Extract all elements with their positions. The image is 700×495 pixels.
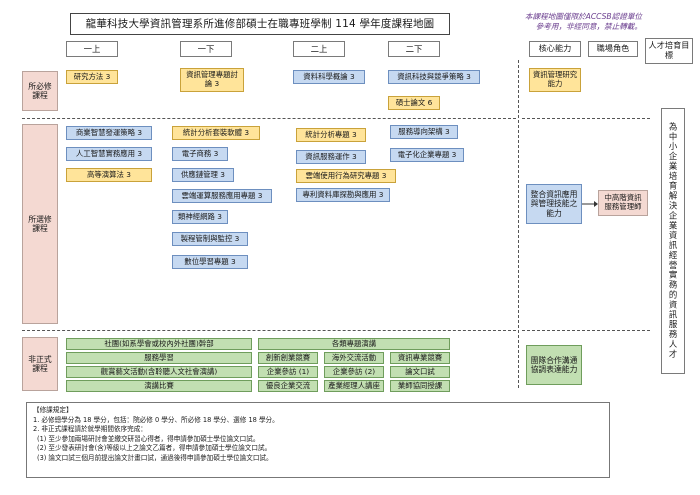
required-course-s4b: 碩士論文 6 bbox=[388, 96, 440, 110]
elective-s1-course-2: 人工智慧實務應用 3 bbox=[66, 147, 152, 161]
elective-s1-course-1: 商業智慧發運策略 3 bbox=[66, 126, 152, 140]
elective-s2-course-5: 類神經網路 3 bbox=[172, 210, 228, 224]
category-required: 所必修課程 bbox=[22, 71, 58, 111]
elective-s4-course-2: 電子化企業專題 3 bbox=[390, 148, 464, 162]
informal-special-lectures: 各類專題演講 bbox=[258, 338, 450, 350]
informal-speech-contest: 演講比賽 bbox=[66, 380, 252, 392]
elective-s2-course-7: 數位學習專題 3 bbox=[172, 255, 248, 269]
informal-industry-teaching: 業師協同授課 bbox=[390, 380, 450, 392]
required-course-s3: 資料科學概論 3 bbox=[293, 70, 365, 84]
semester-header-4: 二下 bbox=[388, 41, 440, 57]
required-course-s4a: 資訊科技與競爭策略 3 bbox=[388, 70, 480, 84]
semester-header-2: 一下 bbox=[180, 41, 232, 57]
informal-company-visit-2: 企業參訪 (2) bbox=[324, 366, 384, 378]
informal-core-ability: 團隊合作溝通協調表達能力 bbox=[526, 345, 582, 385]
divider-elective-informal-right bbox=[522, 330, 650, 331]
talent-goal-text: 為中小企業培育解決企業資訊經營實務的資訊服務人才 bbox=[668, 122, 679, 360]
required-core-ability: 資訊管理研究能力 bbox=[529, 68, 581, 92]
talent-goal-box: 為中小企業培育解決企業資訊經營實務的資訊服務人才 bbox=[661, 108, 685, 374]
informal-thesis-defense: 論文口試 bbox=[390, 366, 450, 378]
course-rules-panel: 【修課規定】 1. 必修總學分為 18 學分，包括：院必修 0 學分、所必修 1… bbox=[26, 402, 610, 478]
informal-overseas-exchange: 海外交流活動 bbox=[324, 352, 384, 364]
category-informal: 非正式課程 bbox=[22, 337, 58, 391]
semester-header-1: 一上 bbox=[66, 41, 118, 57]
divider-required-elective-right bbox=[522, 118, 650, 119]
informal-it-competition: 資訊專業競賽 bbox=[390, 352, 450, 364]
elective-s4-course-1: 服務導向架構 3 bbox=[390, 125, 458, 139]
elective-s2-course-4: 雲端運算服務應用專題 3 bbox=[172, 189, 272, 203]
elective-s3-course-2: 資訊服務運作 3 bbox=[296, 150, 366, 164]
rules-line-2: 2. 非正式課程請於就學期間依序完成： bbox=[33, 425, 147, 434]
divider-required-elective bbox=[22, 118, 516, 119]
rules-line-5: (3) 論文口試三個月前提出論文計畫口試，通過後得申請參加碩士學位論文口試。 bbox=[37, 453, 273, 462]
elective-career-role: 中高階資訊服務管理師 bbox=[598, 190, 648, 216]
column-divider bbox=[518, 60, 519, 388]
elective-s3-course-3: 雲端使用行為研究專題 3 bbox=[296, 169, 396, 183]
rules-heading: 【修課規定】 bbox=[33, 406, 73, 414]
arrow-right-icon bbox=[582, 201, 598, 207]
elective-s3-course-1: 統計分析專題 3 bbox=[296, 128, 366, 142]
rules-line-3: (1) 至少參加兩場研討會並繳交研習心得者，得申請參加碩士學位論文口試。 bbox=[37, 434, 260, 443]
category-elective: 所選修課程 bbox=[22, 124, 58, 324]
required-course-s2: 資訊管理專題討論 3 bbox=[180, 68, 244, 92]
informal-manager-seminar: 產業經理人講座 bbox=[324, 380, 384, 392]
elective-core-ability: 整合資訊應用與管理技能之能力 bbox=[526, 184, 582, 224]
page-title: 龍華科技大學資訊管理系所進修部碩士在職專班學制 114 學年度課程地圖 bbox=[70, 13, 450, 35]
elective-s2-course-1: 統計分析套裝軟體 3 bbox=[172, 126, 260, 140]
rules-line-1: 1. 必修總學分為 18 學分，包括：院必修 0 學分、所必修 18 學分、選修… bbox=[33, 415, 279, 424]
career-role-header: 職場角色 bbox=[588, 41, 638, 57]
required-course-s1: 研究方法 3 bbox=[66, 70, 118, 84]
informal-enterprise-exchange: 優良企業交流 bbox=[258, 380, 318, 392]
rules-line-4: (2) 至少發表研討會(含)等級以上之論文乙篇者，得申請參加碩士學位論文口試。 bbox=[37, 444, 272, 453]
elective-s3-course-4: 專利資料庫探勘與應用 3 bbox=[296, 188, 390, 202]
elective-s2-course-2: 電子商務 3 bbox=[172, 147, 228, 161]
copyright-note-line-2: 參考用，非經同意，禁止轉載。 bbox=[535, 22, 642, 32]
informal-company-visit-1: 企業參訪 (1) bbox=[258, 366, 318, 378]
divider-elective-informal bbox=[22, 330, 516, 331]
elective-s2-course-6: 製程管制與監控 3 bbox=[172, 232, 248, 246]
informal-club-leader: 社團(如系學會或校內外社團)幹部 bbox=[66, 338, 252, 350]
informal-art-events: 觀賞藝文活動(含聆聽人文社會演講) bbox=[66, 366, 252, 378]
elective-s2-course-3: 供應鏈管理 3 bbox=[172, 168, 234, 182]
copyright-note: 本課程地圖僅限於ACCSB認證單位 參考用，非經同意，禁止轉載。 bbox=[470, 12, 642, 33]
semester-header-3: 二上 bbox=[293, 41, 345, 57]
copyright-note-line-1: 本課程地圖僅限於ACCSB認證單位 bbox=[524, 12, 642, 21]
informal-service-learning: 服務學習 bbox=[66, 352, 252, 364]
informal-startup-competition: 創新創業競賽 bbox=[258, 352, 318, 364]
elective-s1-course-3: 高等演算法 3 bbox=[66, 168, 152, 182]
core-ability-header: 核心能力 bbox=[529, 41, 581, 57]
talent-goal-header: 人才培育目標 bbox=[645, 38, 693, 64]
